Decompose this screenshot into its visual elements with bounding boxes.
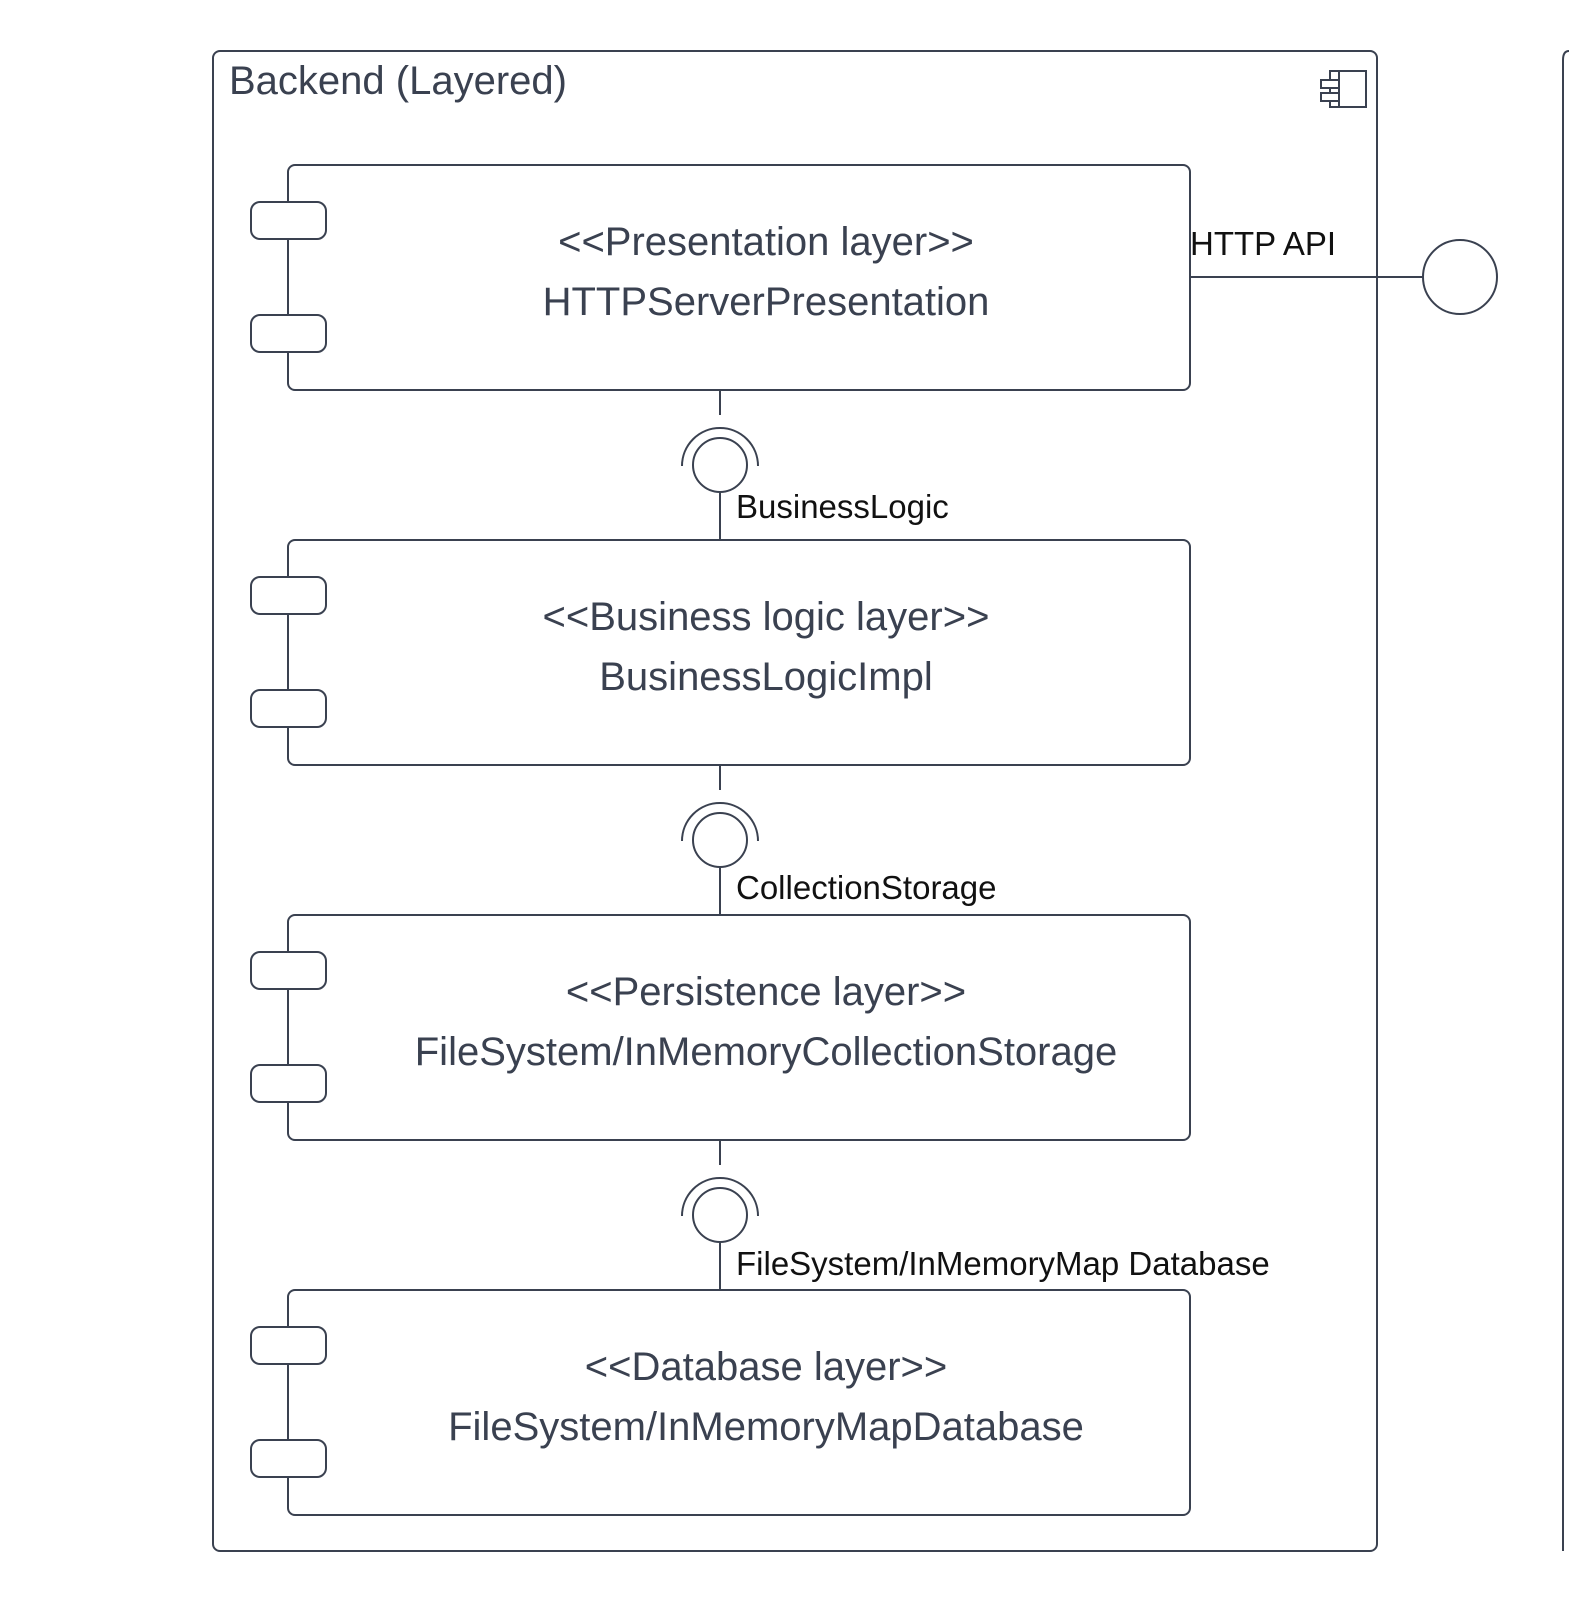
provided-interface-ball [692,812,748,868]
http-api-interface-ball [1422,239,1498,315]
connector-collectionstorage: CollectionStorage [681,765,997,915]
component-name: FileSystem/InMemoryCollectionStorage [415,1030,1117,1074]
component-port-bottom [250,689,327,728]
provided-interface-ball [692,437,748,493]
component-persistence: <<Persistence layer>> FileSystem/InMemor… [250,914,1191,1141]
component-stereotype: <<Presentation layer>> [558,220,974,264]
component-port-top [250,951,327,990]
backend-container: Backend (Layered) [212,50,1378,1552]
adjacent-container-edge [1562,50,1569,1551]
http-api-interface: HTTP API [1190,225,1498,315]
component-port-top [250,576,327,615]
required-interface-socket [681,802,759,842]
component-box [287,914,1191,1141]
component-business-logic: <<Business logic layer>> BusinessLogicIm… [250,539,1191,766]
connector-businesslogic: BusinessLogic [681,390,949,540]
provided-interface-ball [692,1187,748,1243]
component-stereotype: <<Business logic layer>> [543,595,990,639]
component-presentation: <<Presentation layer>> HTTPServerPresent… [250,164,1191,391]
component-name: HTTPServerPresentation [543,280,990,324]
component-icon [1320,70,1367,108]
backend-container-frame [212,50,1378,1552]
component-port-top [250,201,327,240]
component-name: FileSystem/InMemoryMapDatabase [448,1405,1084,1449]
interface-label-database: FileSystem/InMemoryMap Database [736,1245,1270,1282]
interface-label-collectionstorage: CollectionStorage [736,869,997,906]
component-port-bottom [250,1064,327,1103]
component-port-bottom [250,1439,327,1478]
required-interface-socket [681,1177,759,1217]
component-name: BusinessLogicImpl [599,655,933,699]
component-box [287,539,1191,766]
connector-database: FileSystem/InMemoryMap Database [681,1140,1270,1290]
required-interface-socket [681,427,759,467]
http-api-label: HTTP API [1190,225,1336,262]
component-box [287,1289,1191,1516]
component-stereotype: <<Database layer>> [585,1345,947,1389]
component-port-top [250,1326,327,1365]
component-database: <<Database layer>> FileSystem/InMemoryMa… [250,1289,1191,1516]
component-box [287,164,1191,391]
component-stereotype: <<Persistence layer>> [566,970,966,1014]
container-title: Backend (Layered) [229,59,567,103]
component-port-bottom [250,314,327,353]
interface-label-businesslogic: BusinessLogic [736,488,949,525]
